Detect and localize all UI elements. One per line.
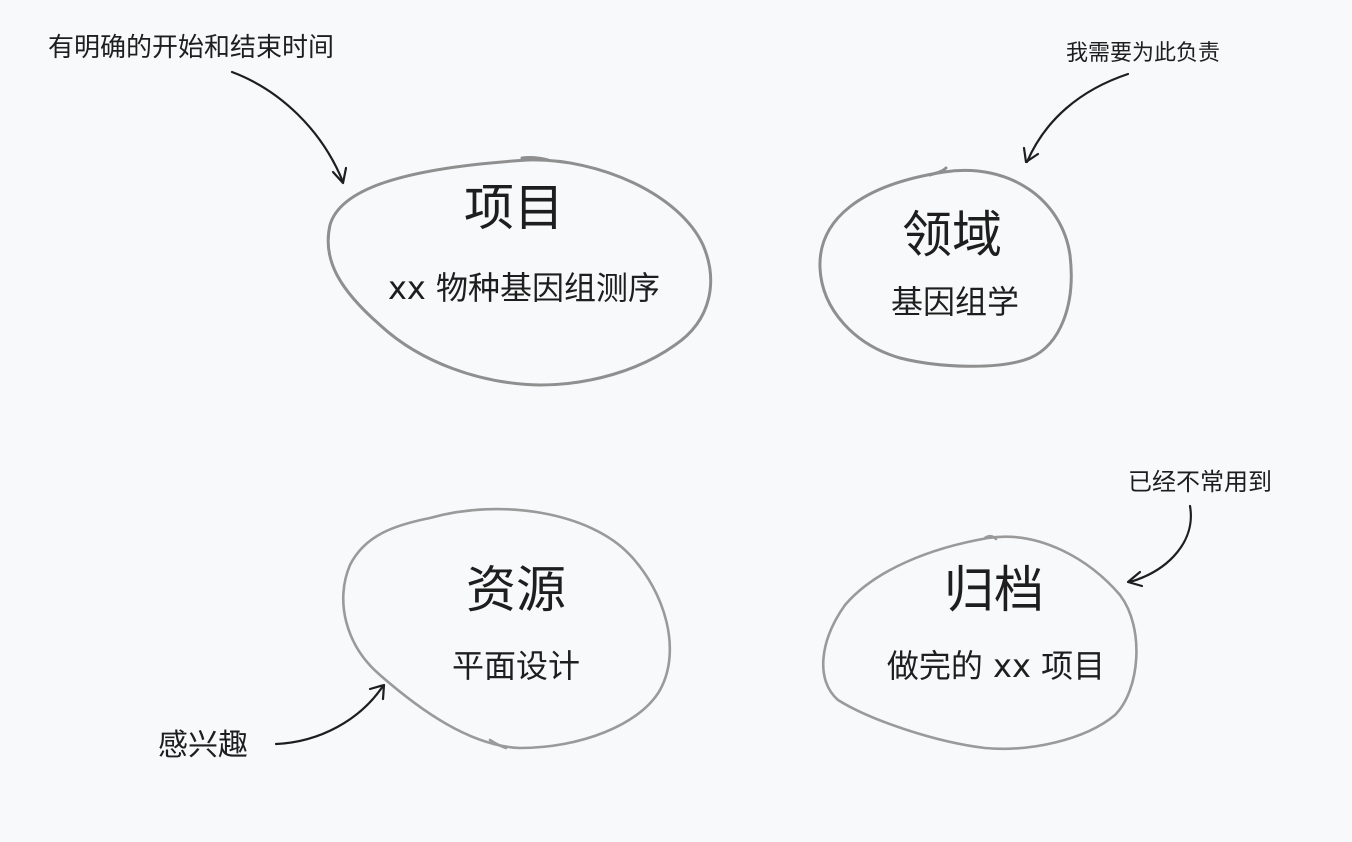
archive-title: 归档: [944, 561, 1044, 619]
resource-node: 资源 平面设计: [342, 507, 672, 750]
area-annotation: 我需要为此负责: [1066, 41, 1220, 66]
resource-example: 平面设计: [452, 647, 580, 685]
area-example: 基因组学: [891, 283, 1019, 321]
project-annotation: 有明确的开始和结束时间: [48, 33, 334, 63]
archive-outline-overlap: [983, 534, 998, 541]
area-outline-overlap: [928, 166, 948, 177]
resource-arrow: [274, 683, 386, 746]
resource-outline: [342, 507, 672, 750]
resource-outline-overlap: [488, 738, 508, 750]
resource-title: 资源: [466, 561, 566, 619]
archive-annotation: 已经不常用到: [1128, 468, 1272, 496]
area-title: 领域: [902, 206, 1002, 264]
project-arrow: [230, 70, 348, 185]
area-arrow: [1022, 72, 1130, 164]
area-outline: [818, 169, 1073, 368]
archive-example: 做完的 xx 项目: [887, 647, 1105, 685]
archive-arrow: [1126, 504, 1192, 588]
project-outline-overlap: [520, 156, 550, 162]
project-example: xx 物种基因组测序: [388, 269, 660, 307]
project-outline: [326, 158, 713, 387]
project-title: 项目: [464, 179, 564, 237]
area-node: 领域 基因组学: [818, 166, 1073, 368]
resource-annotation: 感兴趣: [158, 728, 248, 763]
project-node: 项目 xx 物种基因组测序: [326, 156, 713, 387]
archive-outline: [821, 535, 1138, 750]
archive-node: 归档 做完的 xx 项目: [821, 534, 1138, 750]
